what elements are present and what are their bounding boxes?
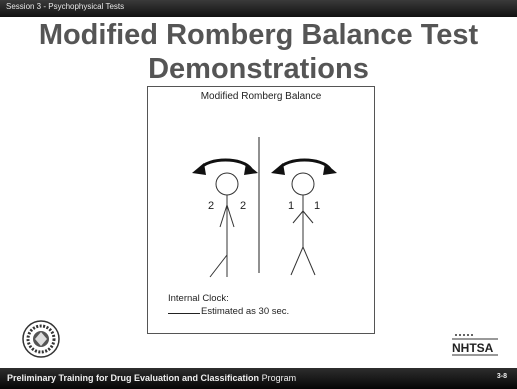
header-bar: Session 3 - Psychophysical Tests [0,0,517,17]
clock-estimate: Estimated as 30 sec. [201,306,290,317]
left-figure-count-right: 2 [240,200,246,212]
left-stick-figure [209,172,239,278]
right-tilt-arrow-icon [271,158,337,175]
stick-figures-drawing: 2 2 1 1 [192,137,337,278]
slide-title-line2: Demonstrations [148,53,369,85]
right-figure-count-left: 1 [288,200,294,212]
clock-heading: Internal Clock: [168,293,229,304]
left-figure-count-left: 2 [208,200,214,212]
right-stick-figure [290,172,316,276]
diagram-title: Modified Romberg Balance [200,91,322,102]
slide-title: Modified Romberg Balance Test Demonstrat… [0,18,517,86]
internal-clock-note: Internal Clock: Estimated as 30 sec. [168,293,289,318]
footer-bar: Preliminary Training for Drug Evaluation… [0,368,517,389]
romberg-diagram: Modified Romberg Balance [147,86,375,334]
footer-program: Preliminary Training for Drug Evaluation… [7,373,296,383]
blank-line [168,305,200,314]
left-tilt-arrow-icon [192,158,258,175]
footer-program-tail: Program [259,373,297,383]
session-label: Session 3 - Psychophysical Tests [6,2,125,11]
slide-title-line1: Modified Romberg Balance Test [38,19,479,51]
nhtsa-logo-text: NHTSA [452,341,494,355]
nhtsa-logo-icon: NHTSA [452,334,498,356]
clock-estimate-line: Estimated as 30 sec. [168,305,289,318]
dot-seal-icon [22,320,60,358]
page-number: 3-8 [496,373,507,380]
footer-program-bold: Preliminary Training for Drug Evaluation… [7,373,260,383]
right-figure-count-right: 1 [314,200,320,212]
